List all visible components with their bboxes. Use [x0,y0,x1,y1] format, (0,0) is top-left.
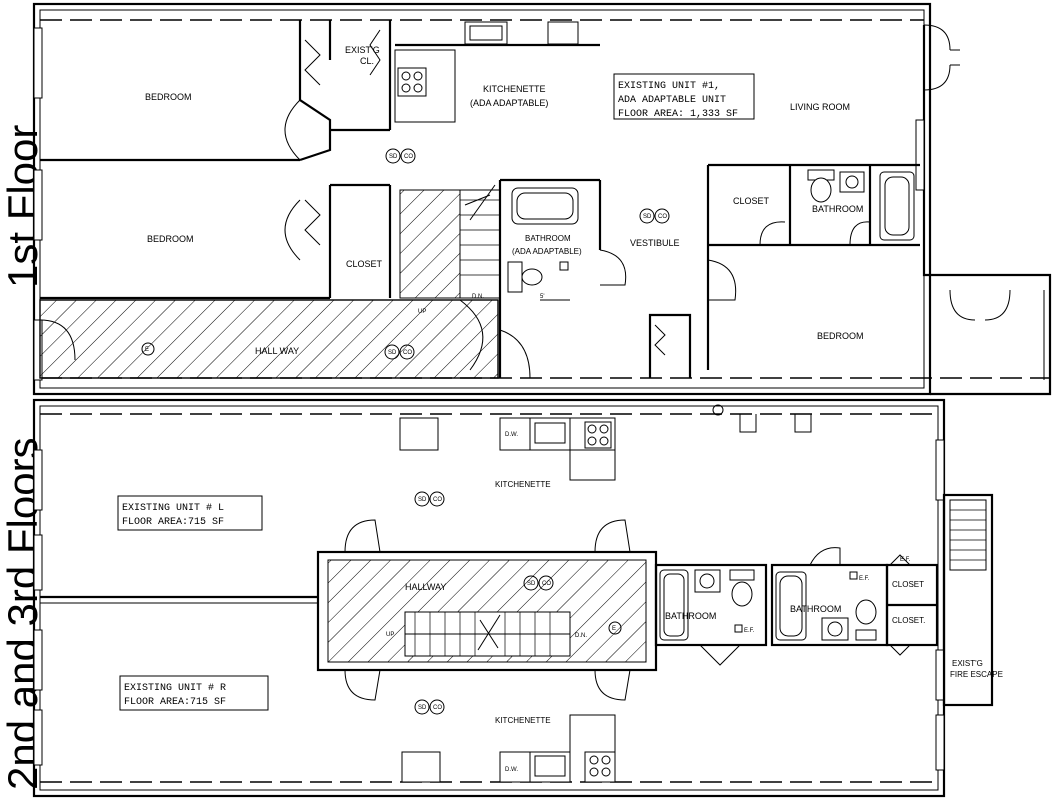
svg-text:SD: SD [418,497,427,503]
svg-text:E: E [612,626,616,632]
svg-text:FLOOR AREA: 1,333 SF: FLOOR AREA: 1,333 SF [618,109,738,120]
svg-text:CO: CO [433,497,442,503]
detector-1st-vestibule: SD CO [639,208,670,224]
ef-label-top: E.F. [900,557,911,563]
upper-stair-up-label: UP [386,632,394,638]
room-label-bathroom-1: BATHROOM [525,234,571,243]
detector-1st-bedroom: SD CO [385,148,416,164]
upper-stair-down-label: D.N. [575,633,587,639]
ef-label-left: E.F. [744,628,755,634]
unit-l-info-box: EXISTING UNIT # L FLOOR AREA:715 SF [117,495,263,531]
room-label-bedroom-mid: BEDROOM [147,234,194,244]
room-label-bathroom-left: BATHROOM [665,611,716,621]
first-floor-hallway [39,299,499,379]
svg-text:CO: CO [403,350,412,356]
svg-text:CO: CO [433,705,442,711]
first-floor-plan: SD CO SD CO SD CO E EXISTING UNIT #1, AD… [32,2,1052,396]
fire-escape [942,493,994,707]
stair-up-label: UP [418,309,426,315]
svg-text:SD: SD [527,581,536,587]
room-label-hallway: HALL WAY [255,346,299,356]
room-label-closet-left: CLOSET [346,259,383,269]
room-label-bedroom-top: BEDROOM [145,92,192,102]
svg-text:SD: SD [643,214,652,220]
svg-text:SD: SD [388,350,397,356]
svg-text:SD: SD [389,154,398,160]
room-label-bathroom-2: (ADA ADAPTABLE) [512,247,582,256]
exit-sign-upper: E [608,621,622,635]
detector-1st-hallway: SD CO [384,344,415,360]
svg-text:ADA ADAPTABLE UNIT: ADA ADAPTABLE UNIT [618,95,726,106]
room-label-closet-top: CLOSET [892,580,924,589]
room-label-kitchenette-1: KITCHENETTE [483,84,546,94]
svg-text:SD: SD [418,705,427,711]
detector-upper-top: SD CO [414,491,445,507]
room-label-kitchenette-2: (ADA ADAPTABLE) [470,98,548,108]
unit-r-info-box: EXISTING UNIT # R FLOOR AREA:715 SF [119,675,269,711]
svg-text:EXISTING UNIT # L: EXISTING UNIT # L [122,503,224,514]
dw-label-bottom: D.W. [505,767,518,773]
room-label-closet-right: CLOSET [733,196,770,206]
upper-window-group [33,439,945,771]
fire-escape-label-1: EXIST'G [952,659,983,668]
detector-upper-hallway: SD CO [523,575,554,591]
dw-label-top: D.W. [505,432,518,438]
first-floor-stair [399,184,501,299]
upper-floors-plan: SD CO SD CO SD CO E EXISTING UNIT # L FL… [32,398,1003,798]
room-label-vestibule: VESTIBULE [630,238,680,248]
room-label-bedroom-right: BEDROOM [817,331,864,341]
room-label-existg-closet-1: EXIST'G [345,45,380,55]
svg-text:FLOOR AREA:715 SF: FLOOR AREA:715 SF [122,517,224,528]
room-label-bathroom-right: BATHROOM [812,204,863,214]
exit-sign-1st: E [141,342,155,356]
room-label-kitchenette-bottom: KITCHENETTE [495,716,551,725]
room-label-upper-hallway: HALLWAY [405,582,446,592]
room-label-bathroom-right-upper: BATHROOM [790,604,841,614]
dimension-label: 5' [540,294,544,300]
room-label-living-room: LIVING ROOM [790,102,850,112]
svg-text:EXISTING UNIT #1,: EXISTING UNIT #1, [618,81,720,92]
detector-upper-bottom: SD CO [414,699,445,715]
room-label-existg-closet-2: CL. [360,56,374,66]
svg-text:EXISTING UNIT # R: EXISTING UNIT # R [124,683,226,694]
room-label-kitchenette-top: KITCHENETTE [495,480,551,489]
unit-1-info-box: EXISTING UNIT #1, ADA ADAPTABLE UNIT FLO… [613,73,755,120]
svg-text:CO: CO [404,154,413,160]
svg-text:CO: CO [542,581,551,587]
stair-down-label: D.N. [472,294,484,300]
ef-label-right: E.F. [859,576,870,582]
room-label-closet-bottom: CLOSET. [892,616,925,625]
svg-text:FLOOR AREA:715 SF: FLOOR AREA:715 SF [124,697,226,708]
svg-text:CO: CO [658,214,667,220]
fire-escape-label-2: FIRE ESCAPE [950,670,1003,679]
svg-text:E: E [145,347,149,353]
upper-hallway [316,519,658,701]
